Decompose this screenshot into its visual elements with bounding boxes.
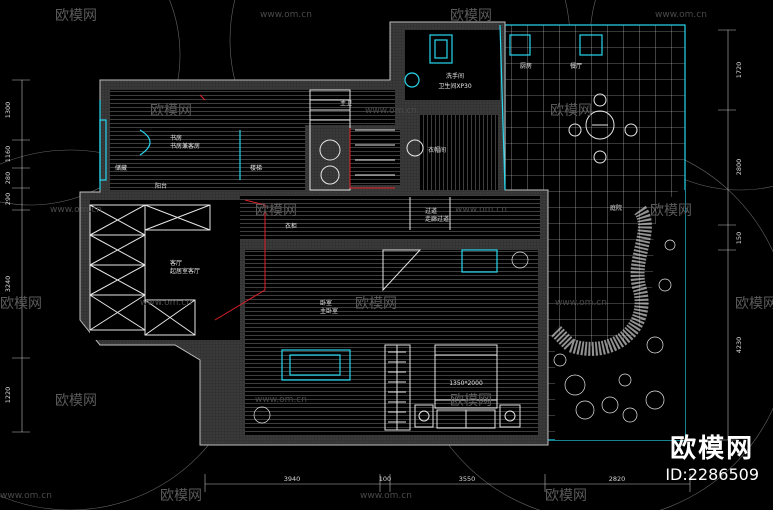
dim-left-2: 1160 [4, 146, 12, 163]
label-balcony: 阳台 [155, 182, 167, 190]
closet-hangers [384, 344, 411, 431]
watermark-url: www.om.cn [555, 298, 607, 308]
room-floors [90, 30, 540, 435]
watermark-text: 欧模网 [0, 296, 42, 312]
dim-left-5: 3240 [4, 276, 12, 293]
dim-left-6: 1220 [4, 387, 12, 404]
dim-bottom-1: 3940 [284, 475, 301, 483]
dim-right-3: 150 [735, 232, 743, 244]
label-bedroom: 卧室 [320, 299, 332, 307]
counter-shapes [382, 197, 451, 292]
watermark-url: www.om.cn [0, 491, 52, 501]
label-bed-size: 1350*2000 [449, 380, 483, 387]
watermark-url: www.om.cn [655, 10, 707, 20]
watermark-text: 欧模网 [450, 393, 492, 409]
dim-right-4: 4230 [735, 337, 743, 354]
dimension-lines [12, 29, 736, 492]
watermark-text: 欧模网 [55, 393, 97, 409]
label-master-bath: 主卫 [340, 99, 352, 107]
label-cloak: 衣帽间 [428, 146, 446, 154]
label-kitchen: 厨房 [520, 62, 532, 70]
red-wall-segments [199, 94, 266, 321]
dim-left-3: 280 [4, 172, 12, 184]
label-living-sub: 起居室客厅 [170, 267, 200, 275]
staircase [309, 89, 395, 191]
label-wardrobe: 衣柜 [285, 222, 297, 230]
watermark-text: 欧模网 [160, 488, 202, 504]
label-study: 书房 [170, 134, 182, 142]
watermark-text: 欧模网 [450, 8, 492, 24]
watermark-url: www.om.cn [50, 205, 102, 215]
garden-plants [253, 239, 676, 424]
bed [414, 344, 521, 429]
watermark-text: 欧模网 [55, 8, 97, 24]
label-garden: 庭院 [610, 204, 622, 212]
brand-mark: 欧模网 ID:2286509 [665, 428, 759, 484]
dim-right-2: 2800 [735, 159, 743, 176]
dim-bottom-3: 3550 [459, 475, 476, 483]
brand-name: 欧模网 [670, 434, 755, 464]
label-stair: 楼梯 [250, 164, 262, 172]
watermark-text: 欧模网 [545, 488, 587, 504]
dim-bottom-2: 100 [379, 475, 391, 483]
bath-fixtures [319, 139, 424, 185]
watermark-url: www.om.cn [260, 10, 312, 20]
label-bathroom: 洗手间 [446, 72, 464, 80]
watermark-text: 欧模网 [150, 103, 192, 119]
label-corridor-sub: 走廊过道 [425, 215, 449, 223]
wardrobe-boxes [89, 204, 211, 336]
watermark-url: www.om.cn [255, 395, 307, 405]
watermarks: 欧模网 www.om.cn 欧模网 www.om.cn 欧模网 www.om.c… [0, 8, 773, 504]
watermark-url: www.om.cn [455, 205, 507, 215]
label-storage: 储藏 [115, 164, 127, 172]
watermark-text: 欧模网 [735, 296, 773, 312]
dim-left-1: 1300 [4, 102, 12, 119]
label-living: 客厅 [170, 259, 182, 267]
label-bathroom-sub: 卫生间XP30 [438, 82, 472, 90]
watermark-text: 欧模网 [650, 203, 692, 219]
label-bedroom-sub: 主卧室 [320, 307, 338, 315]
cyan-fixtures [99, 24, 603, 381]
brand-id: ID:2286509 [665, 465, 759, 484]
dim-left-4: 290 [4, 193, 12, 205]
label-dining: 餐厅 [570, 62, 582, 70]
dim-right-1: 1720 [735, 62, 743, 79]
watermark-url: www.om.cn [360, 491, 412, 501]
label-corridor: 过道 [425, 207, 437, 215]
watermark-text: 欧模网 [255, 203, 297, 219]
dim-bottom-4: 2820 [609, 475, 626, 483]
dining-table [568, 93, 638, 164]
watermark-text: 欧模网 [550, 103, 592, 119]
label-study-sub: 书房兼客房 [170, 142, 200, 150]
watermark-url: www.om.cn [140, 298, 192, 308]
watermark-url: www.om.cn [365, 106, 417, 116]
watermark-text: 欧模网 [355, 296, 397, 312]
